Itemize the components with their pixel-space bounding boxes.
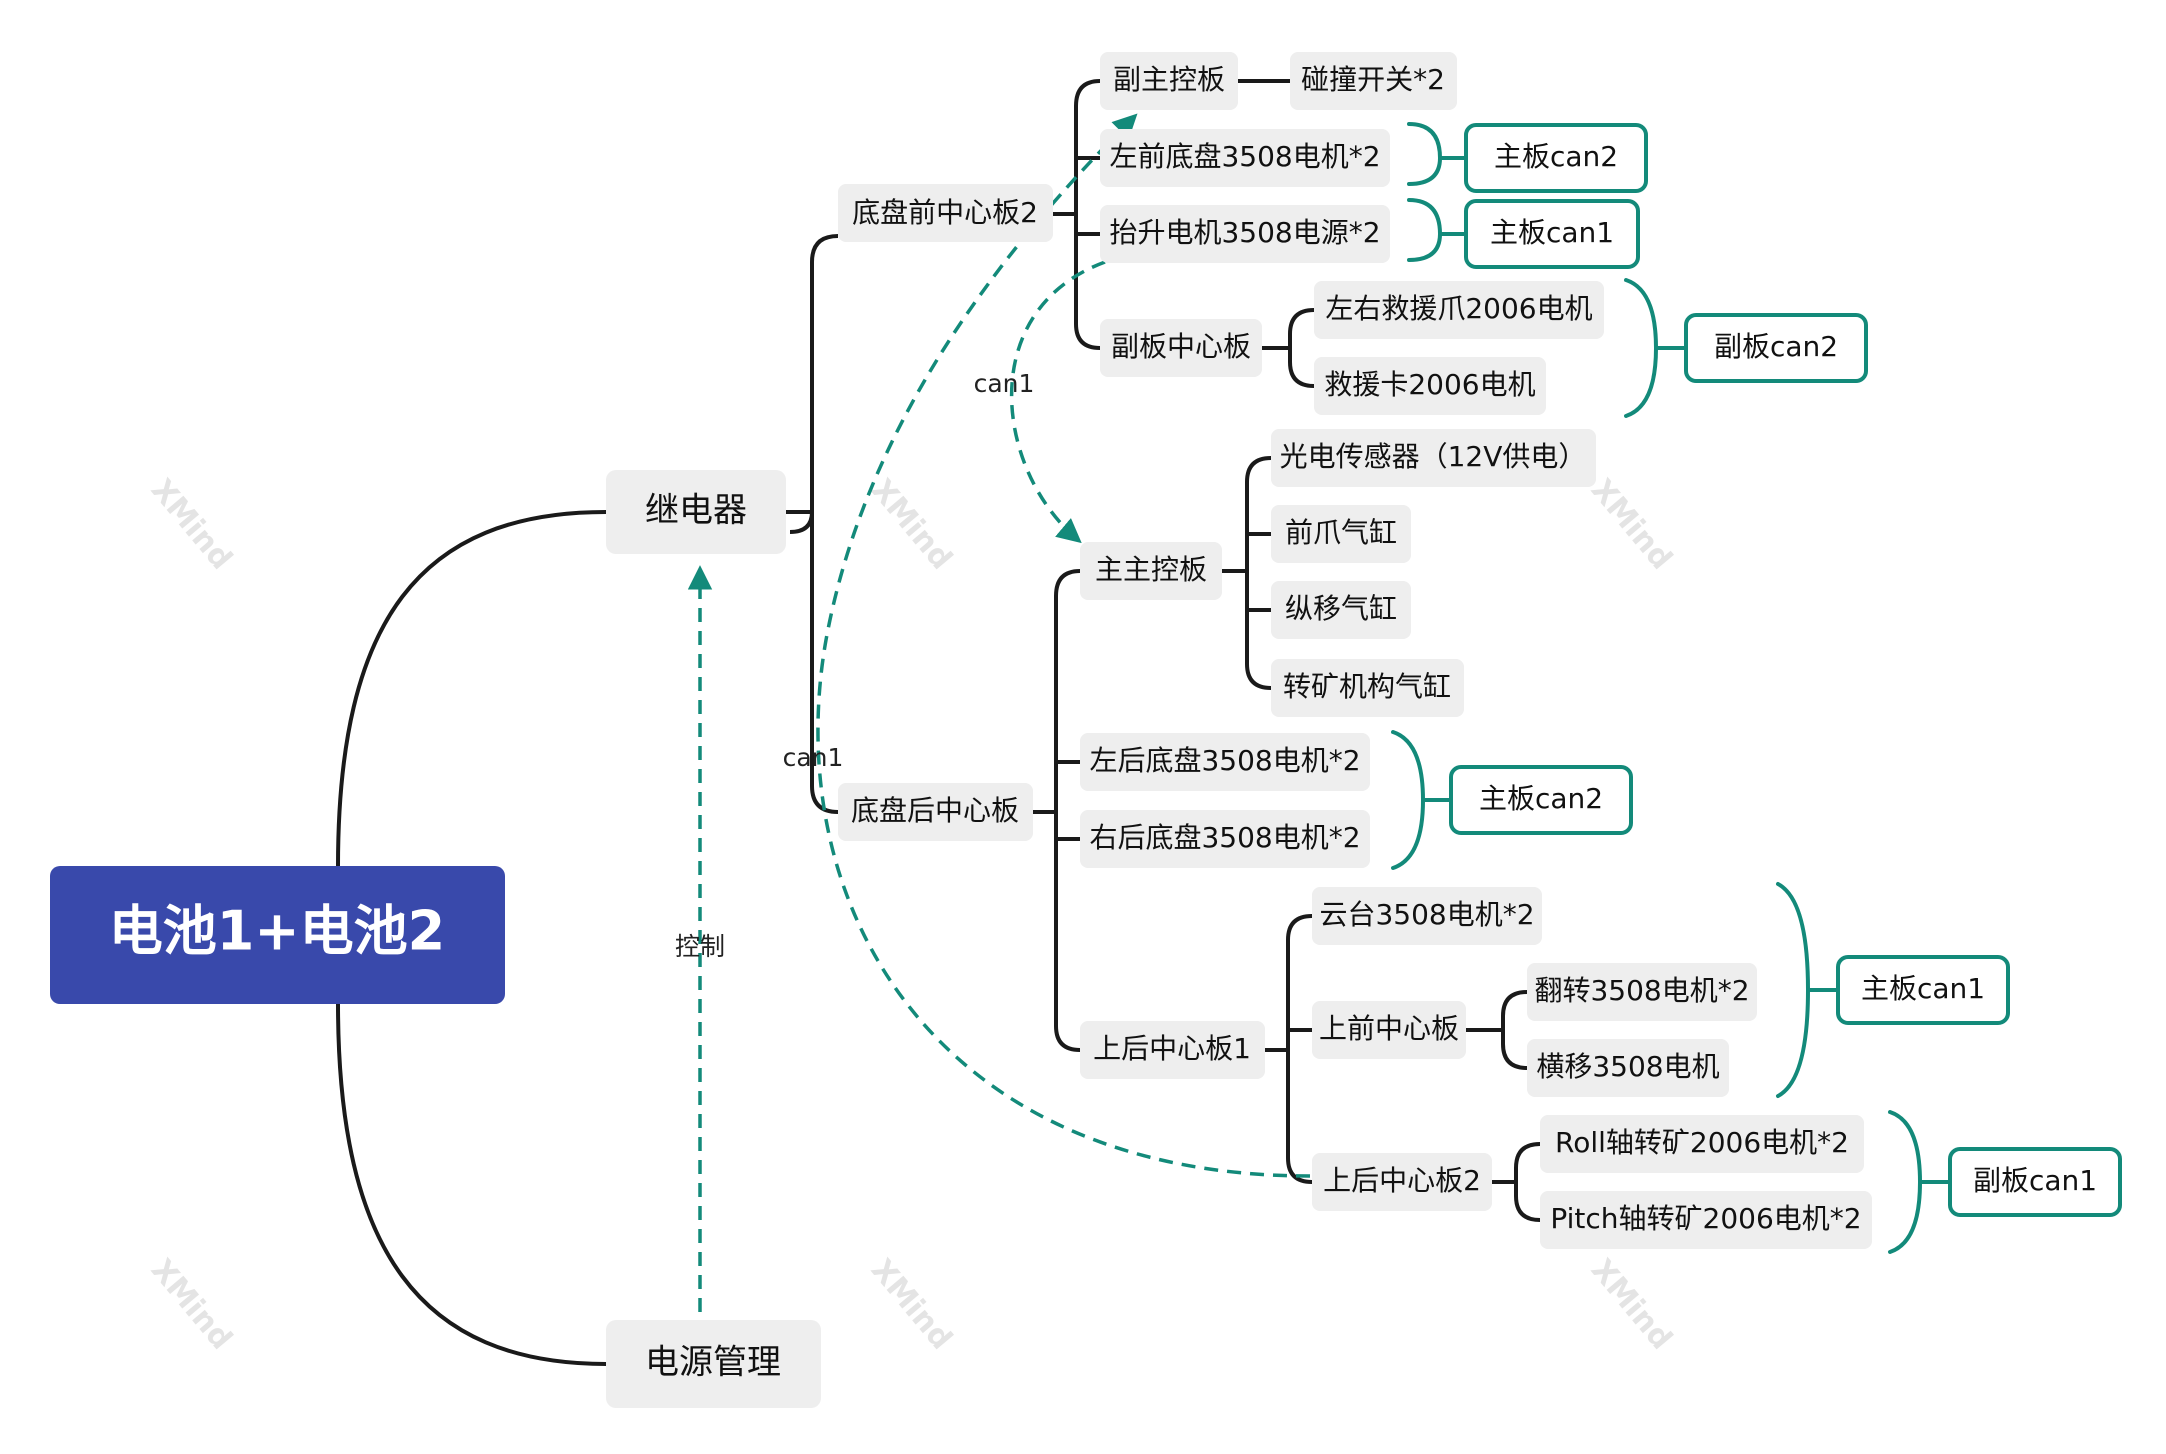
bus-main-can2-rear[interactable]: 主板can2 [1449, 765, 1633, 835]
root-node[interactable]: 电池1+电池2 [50, 866, 505, 1004]
can1-arrow-upper [816, 113, 1311, 1178]
node-rescue-claw-motor[interactable]: 左右救援爪2006电机 [1314, 281, 1604, 339]
bus-main-can1-front[interactable]: 主板can1 [1464, 199, 1640, 269]
node-label: 左右救援爪2006电机 [1325, 292, 1592, 325]
node-front-claw-cylinder[interactable]: 前爪气缸 [1271, 505, 1411, 563]
node-label: 抬升电机3508电源*2 [1109, 216, 1380, 249]
bus-label: 副板can2 [1714, 330, 1838, 363]
node-label: 前爪气缸 [1285, 516, 1397, 549]
node-relay[interactable]: 继电器 [606, 470, 786, 554]
node-ore-cylinder[interactable]: 转矿机构气缸 [1271, 659, 1464, 717]
can1-arrow-lower [1009, 260, 1106, 544]
node-label: 上后中心板1 [1093, 1032, 1251, 1065]
node-label: 右后底盘3508电机*2 [1089, 821, 1360, 854]
node-roll-motor[interactable]: Roll轴转矿2006电机*2 [1540, 1115, 1864, 1173]
node-label: 左后底盘3508电机*2 [1089, 744, 1360, 777]
node-front-chassis-board[interactable]: 底盘前中心板2 [838, 184, 1053, 242]
node-sub-main-control[interactable]: 副主控板 [1100, 52, 1238, 110]
group-brackets [1391, 122, 1952, 1254]
node-label: 横移3508电机 [1536, 1050, 1719, 1083]
node-label: 上后中心板2 [1323, 1164, 1481, 1197]
node-label: 左前底盘3508电机*2 [1109, 140, 1380, 173]
label-can1-rear: can1 [783, 743, 844, 772]
root-label: 电池1+电池2 [109, 900, 445, 963]
node-label: 副板中心板 [1111, 330, 1251, 363]
watermark: XMind [864, 473, 959, 577]
node-label: 主主控板 [1095, 553, 1207, 586]
watermark: XMind [864, 1253, 959, 1357]
watermark: XMind [1584, 1253, 1679, 1357]
label-control: 控制 [675, 932, 725, 961]
bus-label: 副板can1 [1973, 1164, 2097, 1197]
node-label: 云台3508电机*2 [1319, 898, 1534, 931]
node-rescue-card-motor[interactable]: 救援卡2006电机 [1314, 357, 1546, 415]
node-label: 底盘后中心板 [851, 794, 1019, 827]
node-horizontal-motor[interactable]: 横移3508电机 [1527, 1039, 1729, 1097]
node-label: 光电传感器（12V供电） [1280, 440, 1587, 473]
node-gimbal-motor[interactable]: 云台3508电机*2 [1312, 887, 1542, 945]
node-power-management[interactable]: 电源管理 [606, 1320, 821, 1408]
node-pitch-motor[interactable]: Pitch轴转矿2006电机*2 [1540, 1191, 1872, 1249]
node-label: 副主控板 [1113, 63, 1225, 96]
node-label: 救援卡2006电机 [1324, 368, 1535, 401]
node-label: 上前中心板 [1319, 1012, 1459, 1045]
node-left-front-motor[interactable]: 左前底盘3508电机*2 [1100, 129, 1390, 187]
watermark: XMind [144, 1253, 239, 1357]
node-label: 转矿机构气缸 [1283, 670, 1451, 703]
node-upper-rear-board-1[interactable]: 上后中心板1 [1080, 1021, 1265, 1079]
node-upper-front-board[interactable]: 上前中心板 [1312, 1001, 1466, 1059]
bus-label: 主板can1 [1861, 972, 1985, 1005]
bus-main-can1-upper[interactable]: 主板can1 [1836, 955, 2010, 1025]
node-label: 纵移气缸 [1285, 592, 1397, 625]
label-can1-front: can1 [974, 369, 1035, 398]
node-flip-motor[interactable]: 翻转3508电机*2 [1527, 963, 1757, 1021]
edge-labels: 控制 can1 can1 [675, 369, 1034, 961]
bus-label: 主板can2 [1479, 782, 1603, 815]
watermark: XMind [144, 473, 239, 577]
node-lift-motor[interactable]: 抬升电机3508电源*2 [1100, 205, 1390, 263]
node-right-rear-motor[interactable]: 右后底盘3508电机*2 [1080, 810, 1370, 868]
node-label: Roll轴转矿2006电机*2 [1555, 1126, 1849, 1159]
bus-label: 主板can1 [1490, 216, 1614, 249]
node-collision-switch[interactable]: 碰撞开关*2 [1290, 52, 1457, 110]
node-label: 翻转3508电机*2 [1534, 974, 1749, 1007]
node-label: Pitch轴转矿2006电机*2 [1550, 1202, 1861, 1235]
node-label: 继电器 [645, 491, 747, 531]
bus-sub-can1[interactable]: 副板can1 [1948, 1147, 2122, 1217]
node-sub-center-board[interactable]: 副板中心板 [1100, 319, 1262, 377]
node-upper-rear-board-2[interactable]: 上后中心板2 [1312, 1153, 1492, 1211]
bus-sub-can2[interactable]: 副板can2 [1684, 313, 1868, 383]
node-label: 碰撞开关*2 [1301, 63, 1445, 96]
node-main-control[interactable]: 主主控板 [1080, 542, 1222, 600]
node-label: 电源管理 [645, 1343, 781, 1383]
bus-label: 主板can2 [1494, 140, 1618, 173]
node-rear-chassis-board[interactable]: 底盘后中心板 [838, 783, 1033, 841]
relationship-arrows [687, 113, 1311, 1312]
node-photo-sensor[interactable]: 光电传感器（12V供电） [1271, 429, 1596, 487]
bus-main-can2-front[interactable]: 主板can2 [1464, 123, 1648, 193]
node-left-rear-motor[interactable]: 左后底盘3508电机*2 [1080, 733, 1370, 791]
watermark: XMind [1584, 473, 1679, 577]
node-vertical-cylinder[interactable]: 纵移气缸 [1271, 581, 1411, 639]
node-label: 底盘前中心板2 [852, 196, 1038, 229]
